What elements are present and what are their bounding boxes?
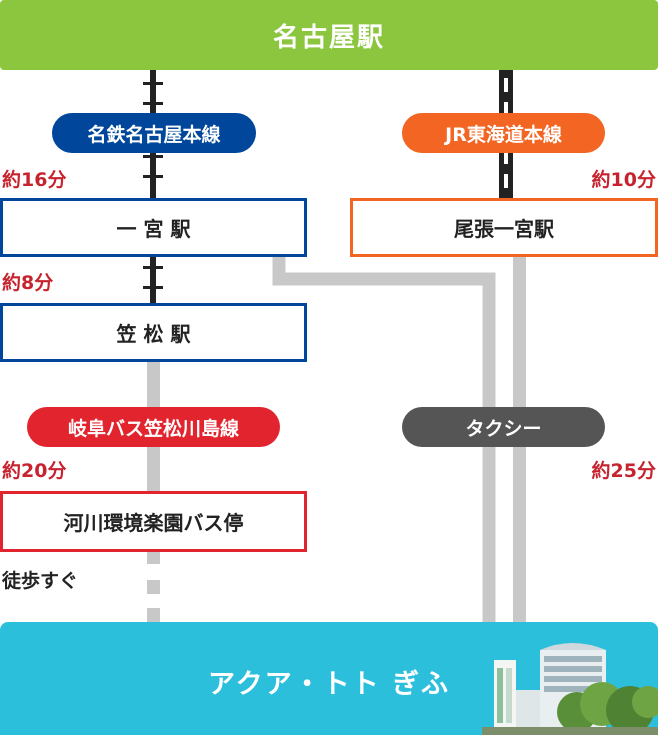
kasamatsu-station-box: 笠 松 駅 bbox=[0, 303, 307, 362]
meitetsu-track-lower bbox=[143, 256, 163, 303]
walk-note: 徒歩すぐ bbox=[2, 570, 79, 592]
taxi-route-from-ichinomiya bbox=[272, 256, 496, 622]
owari-ichinomiya-station-label: 尾張一宮駅 bbox=[454, 217, 554, 241]
bus-stop-box: 河川環境楽園バス停 bbox=[0, 491, 307, 552]
owari-ichinomiya-station-box: 尾張一宮駅 bbox=[350, 198, 658, 257]
ichinomiya-station-box: 一 宮 駅 bbox=[0, 198, 307, 257]
nagoya-station-header: 名古屋駅 bbox=[0, 0, 658, 70]
ichinomiya-station-label: 一 宮 駅 bbox=[116, 217, 191, 241]
meitetsu-line-pill: 名鉄名古屋本線 bbox=[52, 113, 256, 153]
meitetsu-line-label: 名鉄名古屋本線 bbox=[87, 123, 221, 146]
jr-line-label: JR東海道本線 bbox=[445, 123, 562, 146]
taxi-pill: タクシー bbox=[402, 407, 605, 447]
travel-time-taxi: 約25分 bbox=[591, 460, 656, 482]
travel-time-meitetsu-1: 約16分 bbox=[2, 169, 67, 191]
nagoya-station-label: 名古屋駅 bbox=[272, 22, 385, 53]
gifu-bus-line-pill: 岐阜バス笠松川島線 bbox=[27, 407, 280, 447]
kasamatsu-station-label: 笠 松 駅 bbox=[116, 322, 191, 346]
destination-label: アクア・トト ぎふ bbox=[207, 669, 451, 700]
jr-line-pill: JR東海道本線 bbox=[402, 113, 605, 153]
bus-stop-label: 河川環境楽園バス停 bbox=[63, 511, 244, 535]
travel-time-bus: 約20分 bbox=[2, 460, 67, 482]
walk-route-dashed bbox=[147, 552, 160, 622]
travel-time-jr: 約10分 bbox=[591, 169, 656, 191]
gifu-bus-line-label: 岐阜バス笠松川島線 bbox=[67, 417, 239, 440]
travel-time-meitetsu-2: 約8分 bbox=[2, 272, 54, 294]
taxi-label: タクシー bbox=[465, 417, 542, 440]
aquarium-building-icon bbox=[482, 643, 658, 735]
destination-bar: アクア・トト ぎふ bbox=[0, 622, 658, 735]
